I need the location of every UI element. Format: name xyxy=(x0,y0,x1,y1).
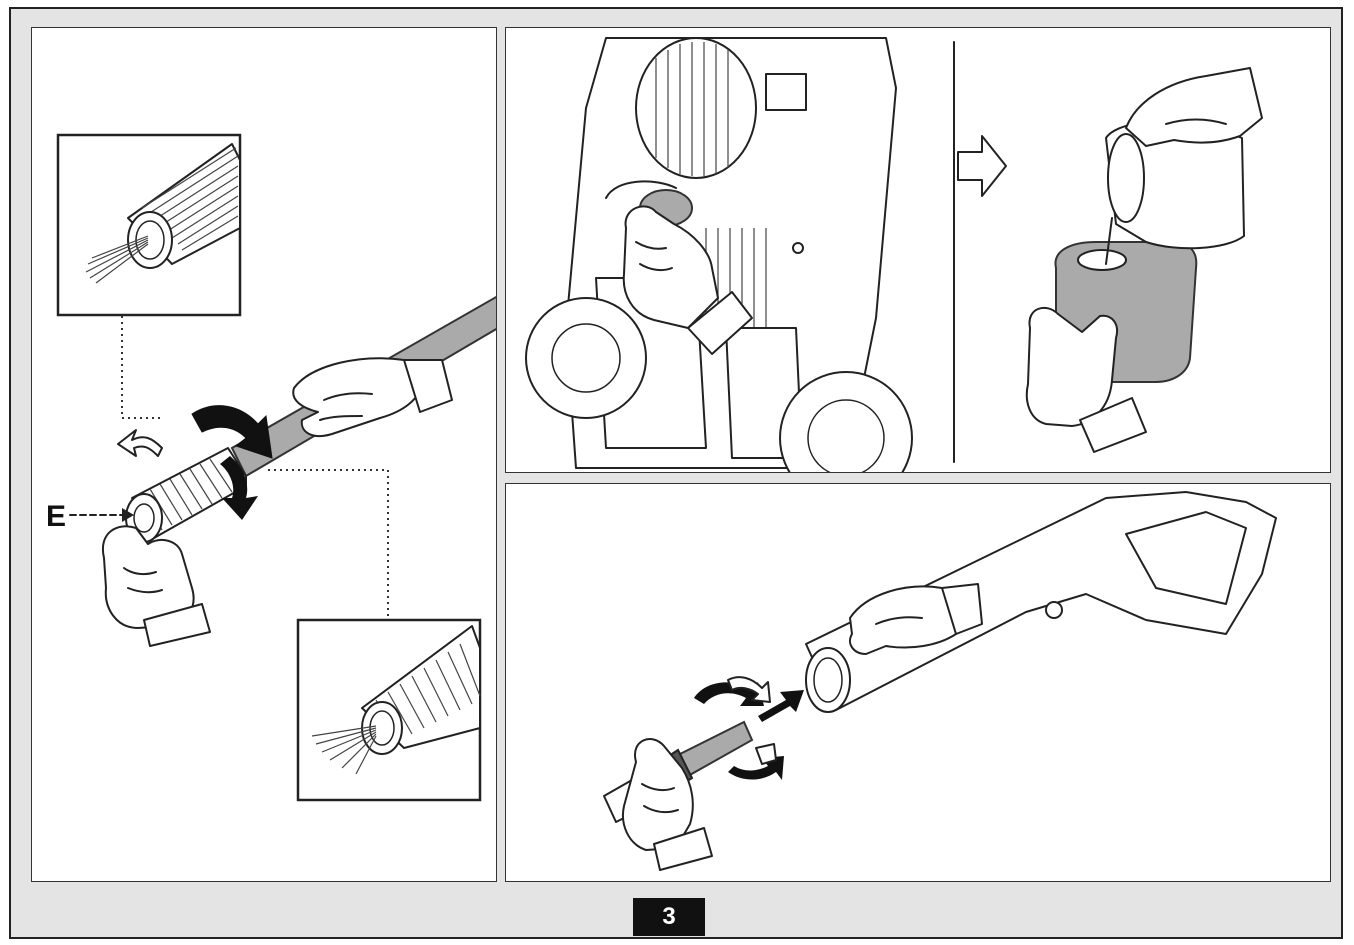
hand-gripping-nozzle xyxy=(101,525,211,647)
manual-page: E xyxy=(9,7,1343,939)
panel-attach-nozzle xyxy=(505,483,1331,882)
panel-detergent-tank xyxy=(505,27,1331,473)
nozzle-adjustment-illustration: E xyxy=(46,133,496,802)
spray-gun xyxy=(805,491,1277,713)
page-number: 3 xyxy=(633,898,705,936)
inset-narrow-jet xyxy=(56,133,242,317)
hand-holding-nozzle xyxy=(622,738,713,871)
hand-opening-cap xyxy=(622,205,753,355)
rotate-arrow-icon xyxy=(694,676,784,780)
inset-fan-spray xyxy=(296,618,482,802)
panel-nozzle-adjustment: E xyxy=(31,27,497,882)
detergent-tank-illustration xyxy=(525,37,1263,472)
hand-holding-gun xyxy=(848,583,983,655)
attach-nozzle-illustration xyxy=(603,491,1277,871)
hand-gripping-tube xyxy=(292,357,453,438)
callout-label-e: E xyxy=(46,500,66,533)
hand-holding-tank xyxy=(1025,306,1147,453)
rotate-arrow-icon xyxy=(117,405,273,520)
next-step-arrow-icon xyxy=(957,135,1007,197)
hand-holding-jug xyxy=(1125,67,1263,147)
pressure-washer-body xyxy=(525,37,913,472)
push-arrow-icon xyxy=(758,690,804,722)
leader-line-wide xyxy=(268,469,389,620)
leader-line-narrow xyxy=(121,316,162,419)
